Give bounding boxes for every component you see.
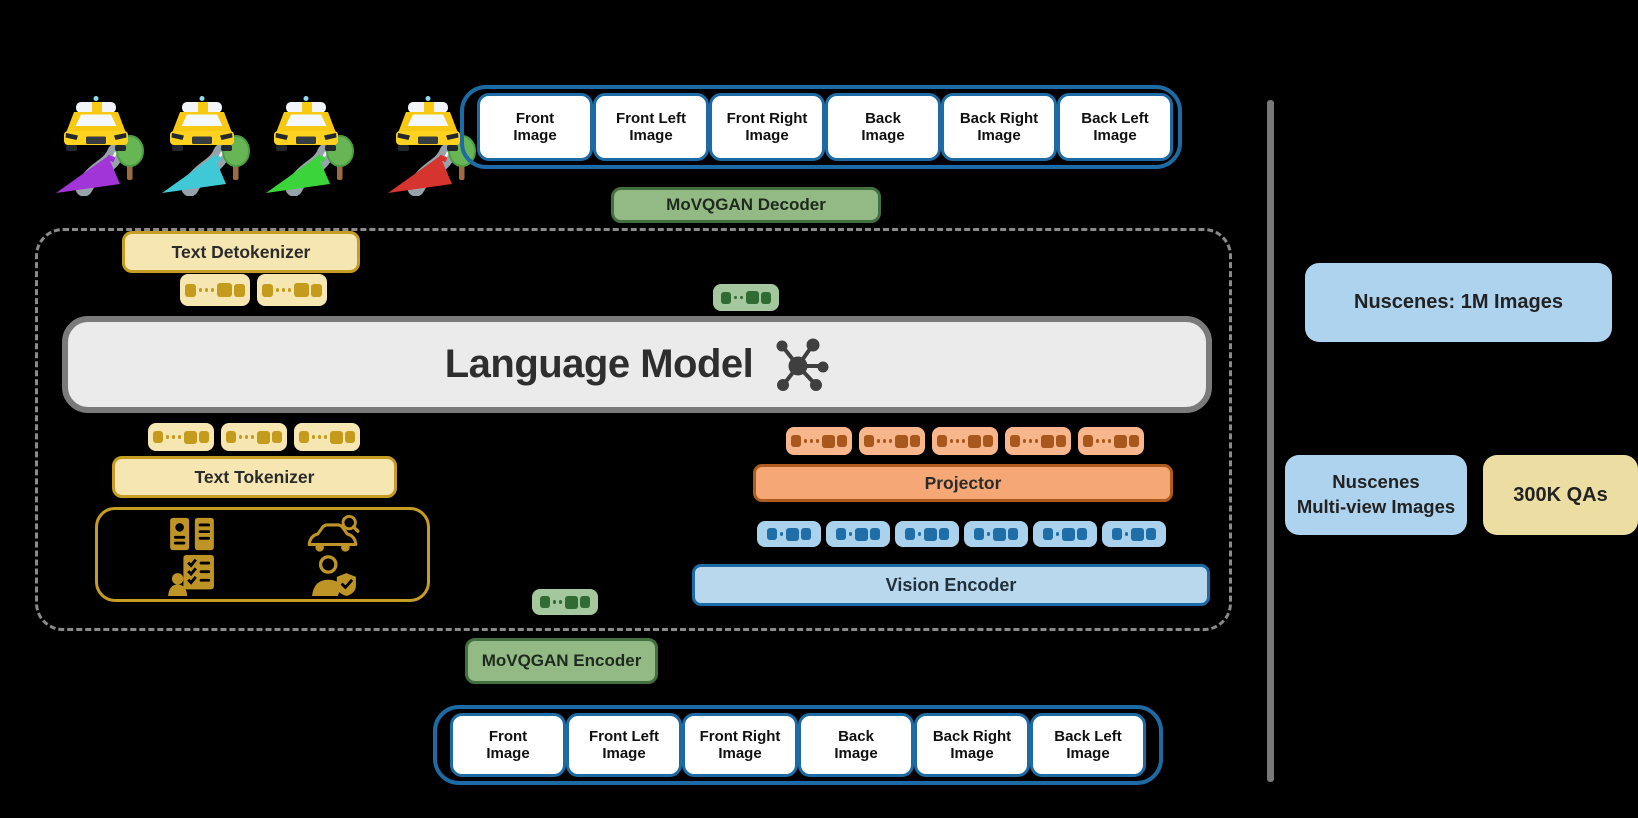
token-sequence-chip xyxy=(859,427,925,455)
driver-shield-icon xyxy=(311,555,356,596)
token-sequence-chip xyxy=(713,284,779,311)
token-sequence-chip xyxy=(180,274,250,306)
projector-block: Projector xyxy=(753,464,1173,502)
camera-image-box: Front Left Image xyxy=(593,93,709,161)
driving-knowledge-frame xyxy=(95,507,430,602)
camera-image-label: Image xyxy=(1066,745,1110,762)
qas-label: 300K QAs xyxy=(1513,483,1608,506)
vision-token-chips xyxy=(757,521,1166,547)
camera-image-label: Back xyxy=(838,727,874,745)
car-trajectory-icon xyxy=(40,96,152,197)
camera-image-label: Image xyxy=(602,745,646,762)
text-tokenizer-block: Text Tokenizer xyxy=(112,456,397,498)
nuscenes-multiview-box: Nuscenes Multi-view Images xyxy=(1285,455,1467,535)
image-token-chip-in xyxy=(532,589,598,615)
token-sequence-chip xyxy=(294,423,360,451)
camera-image-label: Image xyxy=(513,127,557,144)
camera-image-box: Back Image xyxy=(798,713,914,777)
token-sequence-chip xyxy=(221,423,287,451)
token-sequence-chip xyxy=(932,427,998,455)
camera-image-box: Back Image xyxy=(825,93,941,161)
network-hub-icon xyxy=(776,338,829,391)
nuscenes-multiview-label-line1: Nuscenes xyxy=(1332,471,1420,493)
camera-image-label: Front Left xyxy=(589,727,659,745)
token-sequence-chip xyxy=(964,521,1028,547)
camera-image-label: Image xyxy=(486,745,530,762)
text-output-token-chips xyxy=(180,274,327,306)
token-sequence-chip xyxy=(1102,521,1166,547)
image-token-chip-out xyxy=(713,284,779,311)
camera-image-label: Front xyxy=(488,727,528,745)
camera-image-label: Image xyxy=(834,745,878,762)
token-sequence-chip xyxy=(786,427,852,455)
vision-encoder-block: Vision Encoder xyxy=(692,564,1210,606)
camera-image-label: Front Right xyxy=(699,727,781,745)
camera-image-label: Back xyxy=(865,109,901,127)
token-sequence-chip xyxy=(257,274,327,306)
camera-image-box: Front Right Image xyxy=(709,93,825,161)
text-detokenizer-block: Text Detokenizer xyxy=(122,231,360,273)
camera-image-label: Front Left xyxy=(616,109,686,127)
camera-image-box: Back Left Image xyxy=(1057,93,1173,161)
language-model-label: Language Model xyxy=(444,342,754,386)
camera-image-label: Back Left xyxy=(1054,727,1122,745)
camera-image-box: Back Right Image xyxy=(914,713,1030,777)
camera-images-row-top: Front Image Front Left Image Front Right… xyxy=(460,85,1182,169)
token-sequence-chip xyxy=(757,521,821,547)
model-dashed-container xyxy=(35,228,1232,631)
token-sequence-chip xyxy=(1005,427,1071,455)
section-divider xyxy=(1267,100,1274,782)
camera-image-box: Front Right Image xyxy=(682,713,798,777)
camera-image-label: Image xyxy=(950,745,994,762)
nuscenes-1m-images-label: Nuscenes: 1M Images xyxy=(1354,291,1563,313)
car-trajectory-icon xyxy=(146,96,258,197)
token-sequence-chip xyxy=(148,423,214,451)
camera-image-box: Front Image xyxy=(450,713,566,777)
camera-image-label: Back Right xyxy=(932,727,1012,745)
token-sequence-chip xyxy=(532,589,598,615)
token-sequence-chip xyxy=(826,521,890,547)
camera-image-label: Image xyxy=(718,745,762,762)
car-trajectory-icon xyxy=(250,96,362,197)
camera-image-label: Front Right xyxy=(726,109,808,127)
camera-image-box: Front Image xyxy=(477,93,593,161)
camera-image-box: Front Left Image xyxy=(566,713,682,777)
camera-images-row-bottom: Front Image Front Left Image Front Right… xyxy=(433,705,1163,785)
token-sequence-chip xyxy=(1033,521,1097,547)
camera-image-box: Back Left Image xyxy=(1030,713,1146,777)
qas-box: 300K QAs xyxy=(1483,455,1638,535)
nuscenes-1m-images-box: Nuscenes: 1M Images xyxy=(1305,263,1612,342)
camera-image-label: Image xyxy=(1093,127,1137,144)
movqgan-decoder-block: MoVQGAN Decoder xyxy=(611,187,881,223)
camera-image-box: Back Right Image xyxy=(941,93,1057,161)
text-input-token-chips xyxy=(148,423,360,451)
camera-image-label: Back Right xyxy=(959,109,1039,127)
movqgan-encoder-block: MoVQGAN Encoder xyxy=(465,638,658,684)
language-model-block: Language Model xyxy=(62,316,1212,413)
nuscenes-multiview-label-line2: Multi-view Images xyxy=(1296,496,1456,517)
camera-image-label: Front xyxy=(515,109,555,127)
person-checklist-icon xyxy=(168,554,215,596)
token-sequence-chip xyxy=(895,521,959,547)
camera-image-label: Image xyxy=(861,127,905,144)
camera-image-label: Image xyxy=(629,127,673,144)
camera-image-label: Image xyxy=(977,127,1021,144)
car-inspection-icon xyxy=(307,514,360,552)
camera-image-label: Image xyxy=(745,127,789,144)
projected-token-chips xyxy=(786,427,1144,455)
token-sequence-chip xyxy=(1078,427,1144,455)
license-card-icon xyxy=(170,517,215,551)
camera-image-label: Back Left xyxy=(1081,109,1149,127)
